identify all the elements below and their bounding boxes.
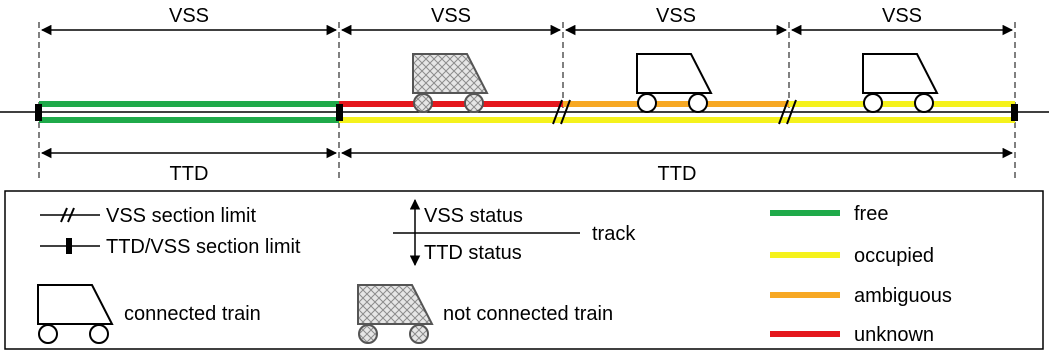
vss-limit-legend-icon xyxy=(60,207,68,223)
vss-status-bar-2 xyxy=(339,101,563,107)
ambiguous-swatch xyxy=(770,292,840,298)
vss-label-3: VSS xyxy=(656,5,696,27)
vss-dimension-group: VSS VSS VSS VSS xyxy=(40,5,1014,36)
section-boundaries xyxy=(38,22,1016,178)
status-bars xyxy=(39,101,1015,123)
free-swatch xyxy=(770,210,840,216)
ttd-status-bar-2 xyxy=(339,117,1015,123)
legend-occupied: occupied xyxy=(854,245,934,267)
vss-label-1: VSS xyxy=(169,5,209,27)
ttd-dimension-group: TTD TTD xyxy=(40,147,1014,185)
vss-label-2: VSS xyxy=(431,5,471,27)
legend: VSS section limit TTD/VSS section limit … xyxy=(4,190,1044,350)
vss-label-4: VSS xyxy=(882,5,922,27)
legend-not-connected-train: not connected train xyxy=(443,303,613,325)
ttd-vss-limit-markers xyxy=(35,104,1018,121)
ttd-vss-limit-legend-icon xyxy=(66,238,72,254)
legend-unknown: unknown xyxy=(854,324,934,346)
vss-status-bar-1 xyxy=(39,101,339,107)
legend-box xyxy=(4,190,1044,350)
ttd-status-bar-1 xyxy=(39,117,339,123)
occupied-swatch xyxy=(770,252,840,258)
legend-ttd-status: TTD status xyxy=(424,242,522,264)
vss-status-bar-4 xyxy=(789,101,1015,107)
legend-vss-section-limit: VSS section limit xyxy=(106,205,256,227)
legend-vss-status: VSS status xyxy=(424,205,523,227)
ttd-label-1: TTD xyxy=(170,163,209,185)
vss-limit-markers xyxy=(552,99,797,125)
vss-status-bar-3 xyxy=(563,101,789,107)
legend-track: track xyxy=(592,223,636,245)
legend-connected-train: connected train xyxy=(124,303,261,325)
unknown-swatch xyxy=(770,331,840,337)
legend-ttd-vss-section-limit: TTD/VSS section limit xyxy=(106,236,301,258)
legend-ambiguous: ambiguous xyxy=(854,285,952,307)
ttd-label-2: TTD xyxy=(658,163,697,185)
legend-free: free xyxy=(854,203,888,225)
